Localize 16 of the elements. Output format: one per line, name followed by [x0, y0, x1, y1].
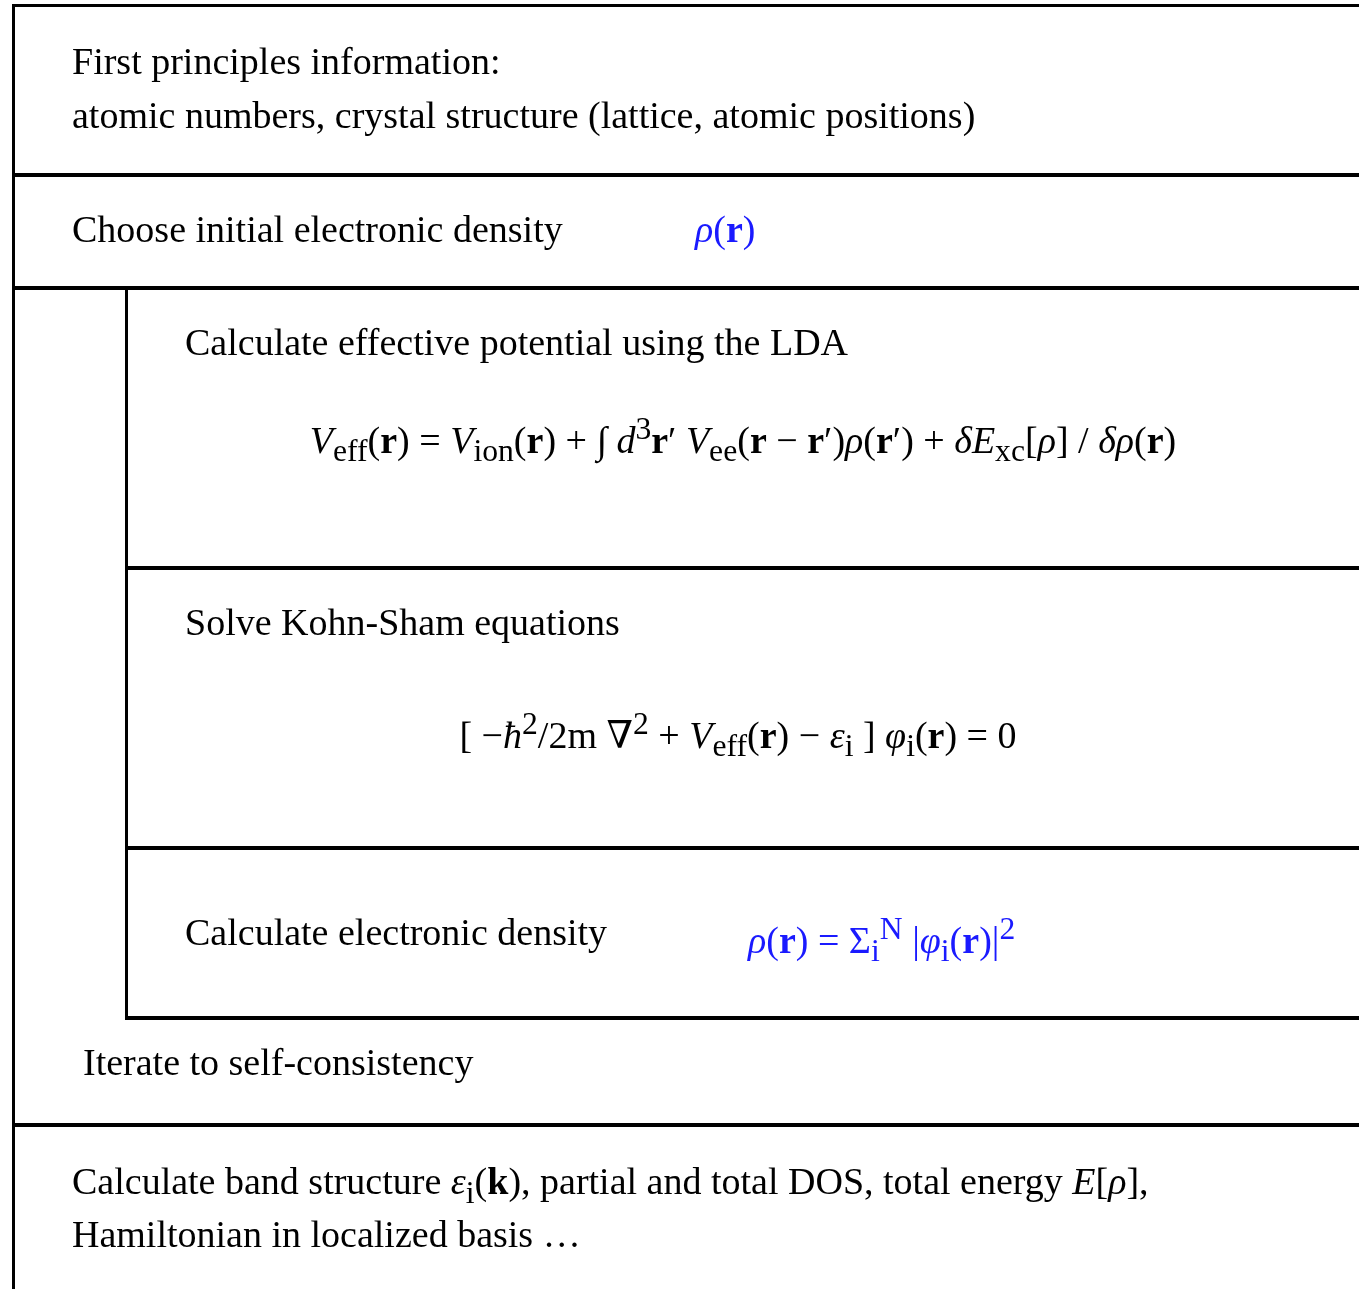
body-text: atomic numbers, crystal structure (lattice, atomic positions) [72, 93, 977, 138]
process-box [125, 850, 1359, 1020]
process-box [125, 290, 1359, 570]
formula-text: ρ(r) = Σ$_{i}$$^{N}$ |φ$_{i}$(r)|$^{2}$ [748, 910, 1017, 971]
label-text: Iterate to self-consistency [83, 1040, 475, 1085]
process-box [15, 290, 1359, 1127]
label-text: Solve Kohn-Sham equations [185, 600, 621, 645]
label-text: Calculate effective potential using the LDA [185, 320, 849, 365]
formula-text: V$_{eff}$(r) = V$_{ion}$(r) + ∫ d$^{3}$r′ V$_{ee}$(r − r′)ρ(r′) + δE$_{xc}$[ρ] / δρ(r) [308, 410, 1178, 471]
formula-text: [ −ħ$^{2}$/2m ∇$^{2}$ + V$_{eff}$(r) − ε$_{i}$ ] φ$_{i}$(r) = 0 [458, 705, 1018, 766]
formula-text: ρ(r) [695, 207, 757, 252]
label-text: First principles information: [72, 39, 502, 84]
label-text: Calculate band structure ε$_{i}$(k), partial and total DOS, total energy E[ρ], Hamiltonian in localized basis … [72, 1159, 1150, 1257]
label-text: Calculate electronic density [185, 910, 609, 955]
label-text: Choose initial electronic density [72, 207, 564, 252]
process-box [125, 570, 1359, 850]
